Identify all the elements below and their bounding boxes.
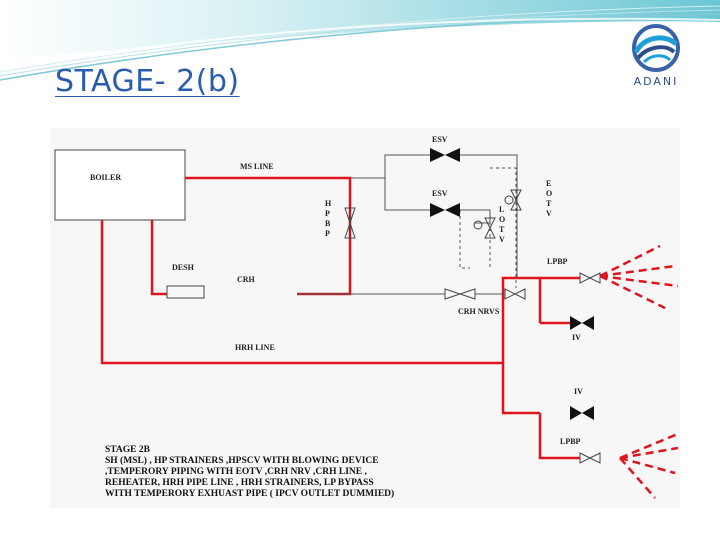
lpbp-top-label: LPBP	[547, 257, 568, 266]
slide-title: STAGE- 2(b)	[55, 64, 240, 99]
header-banner	[0, 0, 720, 81]
note-line: ,TEMPERORY PIPING WITH EOTV ,CRH NRV ,CR…	[105, 467, 367, 477]
stage-note: STAGE 2B SH (MSL) , HP STRAINERS ,HPSCV …	[105, 445, 450, 500]
note-line: SH (MSL) , HP STRAINERS ,HPSCV WITH BLOW…	[105, 456, 379, 466]
iv-valve-upper	[570, 316, 594, 330]
iv-valve-lower	[570, 406, 594, 420]
lotv-label-3: V	[499, 235, 505, 244]
hpbp-label-0: H	[325, 199, 332, 208]
logo-text: ADANI	[633, 75, 679, 88]
adani-logo: ADANI	[620, 22, 692, 88]
note-line: WITH TEMPERORY EXHUAST PIPE ( IPCV OUTLE…	[105, 489, 395, 499]
instrument-lines	[298, 154, 518, 295]
boiler-label: BOILER	[90, 173, 121, 182]
piping-diagram: BOILER DESH CRH MS LI	[54, 135, 680, 499]
desh-box	[166, 285, 205, 299]
lotv-label-0: L	[499, 205, 504, 214]
eotv-label-3: V	[546, 209, 552, 218]
ms-line-label: MS LINE	[240, 162, 274, 171]
desh-label: DESH	[172, 263, 195, 272]
lpbp-bottom-label: LPBP	[560, 437, 581, 446]
boiler-left-pipe	[100, 220, 540, 365]
adani-logo-icon	[632, 24, 680, 72]
boiler-drop-pipe	[150, 220, 167, 296]
iv-upper-label: IV	[572, 333, 581, 342]
hpbp-label-3: P	[325, 229, 330, 238]
crh-nrv-valve-2	[504, 288, 526, 300]
crh-nrv-valve-1	[444, 288, 476, 300]
esv-mid-label: ESV	[432, 189, 448, 198]
hpbp-label-2: B	[325, 219, 331, 228]
note-heading: STAGE 2B	[105, 445, 150, 455]
hpbp-label-1: P	[325, 209, 330, 218]
crh-nrvs-label: CRH NRVS	[458, 307, 500, 316]
note-line: REHEATER, HRH PIPE LINE , HRH STRAINERS,…	[105, 478, 374, 488]
esv-valve-top	[430, 148, 460, 162]
esv-top-label: ESV	[432, 135, 448, 144]
lotv-valve	[473, 217, 496, 239]
eotv-label-2: T	[546, 199, 552, 208]
lpbp-valve-top	[579, 272, 601, 284]
iv-lower-label: IV	[574, 387, 583, 396]
hpbp-valve	[344, 207, 356, 239]
crh-label: CRH	[237, 275, 256, 284]
eotv-valve	[504, 189, 522, 211]
exhaust-fan-bottom	[619, 431, 680, 499]
exhaust-fan-top	[599, 244, 679, 310]
lpbp-valve-bottom	[579, 452, 601, 464]
hrh-line-label: HRH LINE	[235, 343, 275, 352]
eotv-label-1: O	[546, 189, 552, 198]
lotv-label-2: T	[499, 225, 505, 234]
lotv-label-1: O	[499, 215, 505, 224]
esv-valve-mid	[430, 203, 460, 217]
eotv-label-0: E	[546, 179, 551, 188]
hrh-riser	[501, 363, 540, 415]
lp-branch-lower	[538, 413, 580, 460]
boiler-box	[54, 149, 186, 221]
